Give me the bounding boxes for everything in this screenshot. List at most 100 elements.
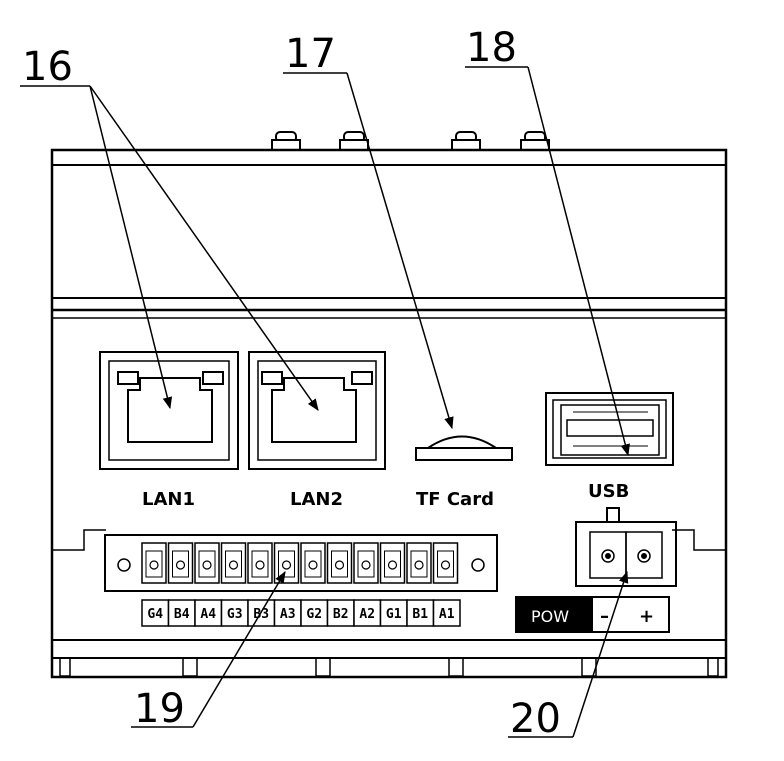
power-screw-left-dot <box>605 553 611 559</box>
knob-base <box>451 139 481 151</box>
pow-label: POW <box>531 607 569 626</box>
terminal-slot <box>326 542 353 584</box>
terminal-pin-box <box>220 599 249 627</box>
lan2-inner <box>257 360 377 461</box>
callout-17-leader <box>346 72 454 430</box>
terminal-screw <box>255 560 265 570</box>
lan1-led-right <box>202 371 224 385</box>
lan1-label: LAN1 <box>142 489 195 510</box>
terminal-screw <box>202 560 212 570</box>
terminal-pin-label: A4 <box>200 607 216 622</box>
terminal-pin-label: G2 <box>306 607 322 622</box>
terminal-slot-frame <box>300 542 326 584</box>
terminal-block-body <box>104 534 498 592</box>
plus-sign: + <box>639 606 654 627</box>
terminal-pin-label: G3 <box>227 607 243 622</box>
terminal-screw <box>414 560 424 570</box>
callout-16-number: 16 <box>22 44 73 90</box>
terminal-slot-inner <box>251 550 269 578</box>
terminal-slot <box>300 542 326 584</box>
terminal-slot <box>167 542 194 584</box>
terminal-slot-inner <box>437 550 454 578</box>
terminal-screw <box>308 560 318 570</box>
tf-card-label: TF Card <box>416 489 494 510</box>
power-screw-left <box>601 549 615 563</box>
terminal-slot-frame <box>194 542 220 584</box>
terminal-pin-box <box>167 599 196 627</box>
housing-outline <box>50 148 728 679</box>
usb-port <box>545 392 674 466</box>
terminal-pin-box <box>353 599 382 627</box>
lan2-outer <box>248 351 386 470</box>
terminal-pin-label: B3 <box>253 607 269 622</box>
callout-18-number: 18 <box>466 25 517 71</box>
terminal-slot-frame <box>247 542 273 584</box>
lan2-led-right <box>351 371 373 385</box>
terminal-pin-box <box>379 599 408 627</box>
pow-badge <box>515 596 593 633</box>
callout-17-number: 17 <box>285 31 336 77</box>
terminal-slot <box>141 542 167 584</box>
polarity-box <box>591 596 670 633</box>
tf-card-slot <box>415 435 513 461</box>
terminal-slot <box>406 542 432 584</box>
terminal-pin-label: G1 <box>386 607 402 622</box>
terminal-slot-inner <box>384 550 401 578</box>
terminal-screw <box>149 560 159 570</box>
mount-hole-left <box>117 558 131 572</box>
knob-base <box>339 139 369 151</box>
lan1-port <box>99 351 239 470</box>
minus-sign: – <box>600 606 609 627</box>
terminal-pin-label: A2 <box>359 607 375 622</box>
terminal-slot <box>194 542 220 584</box>
terminal-slot-inner <box>357 550 375 578</box>
terminal-pin-label: B2 <box>333 607 349 622</box>
terminal-pin-box <box>194 599 223 627</box>
terminal-slot-frame <box>141 542 167 584</box>
terminal-pin-label: B1 <box>412 607 428 622</box>
foot <box>707 657 719 677</box>
terminal-pin-label: A1 <box>439 607 455 622</box>
lan1-outer <box>99 351 239 470</box>
terminal-screw <box>387 560 398 570</box>
terminal-slot-frame <box>326 542 353 584</box>
terminal-slot-frame <box>167 542 194 584</box>
lan1-socket <box>127 377 213 443</box>
side-notch-left <box>52 529 106 551</box>
lan2-port <box>248 351 386 470</box>
callouts <box>20 66 630 738</box>
callout-18-leader <box>527 66 630 457</box>
power-connector <box>575 507 677 587</box>
terminal-pin-box <box>326 599 355 627</box>
top-knobs <box>271 131 550 151</box>
lan1-inner <box>108 360 230 461</box>
terminal-slot-frame <box>432 542 459 584</box>
tf-slot-opening <box>415 447 513 461</box>
callout-20-leader <box>572 570 629 738</box>
power-screw-right-dot <box>641 553 647 559</box>
terminal-slot <box>273 542 300 584</box>
lan2-socket <box>271 377 357 443</box>
foot <box>315 657 331 677</box>
terminal-slot <box>432 542 459 584</box>
lan2-label: LAN2 <box>290 489 343 510</box>
terminal-slot <box>247 542 273 584</box>
terminal-slot <box>379 542 406 584</box>
terminal-screw <box>440 560 451 570</box>
terminal-screw <box>228 560 239 570</box>
terminal-slot-inner <box>198 550 216 578</box>
terminal-slot-inner <box>172 550 189 578</box>
terminal-screw <box>281 560 292 570</box>
callout-19-number: 19 <box>134 686 185 732</box>
mount-hole-right <box>471 558 485 572</box>
knob-base <box>520 139 550 151</box>
power-socket-right <box>625 531 663 579</box>
terminal-pin-label: A3 <box>280 607 296 622</box>
lan2-led-left <box>261 371 283 385</box>
terminal-slot-inner <box>331 550 348 578</box>
callout-19-leader <box>192 570 286 728</box>
terminal-slot-inner <box>225 550 242 578</box>
usb-label: USB <box>588 481 629 502</box>
foot <box>182 657 198 677</box>
usb-frame <box>552 399 667 459</box>
